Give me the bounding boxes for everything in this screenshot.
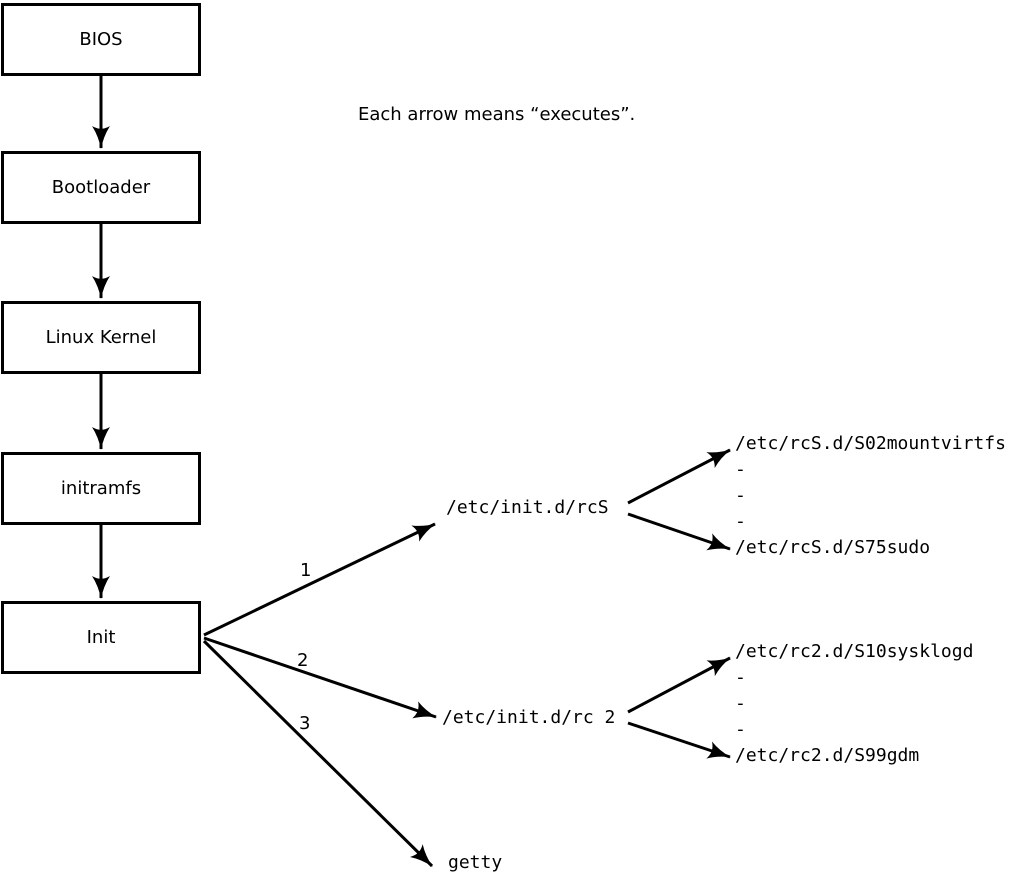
arrow-rcS-to-first-script [627, 448, 731, 505]
box-init: Init [1, 601, 201, 674]
arrow-rc2-to-first-script [627, 656, 731, 714]
rcS-script-item: - [735, 459, 746, 480]
rcS-script-item: /etc/rcS.d/S02mountvirtfs [735, 433, 1006, 454]
node-rcS-label: /etc/init.d/rcS [446, 497, 609, 518]
rcS-script-list: /etc/rcS.d/S02mountvirtfs - - - /etc/rcS… [735, 431, 1006, 561]
box-init-label: Init [86, 627, 116, 648]
box-bios: BIOS [1, 3, 201, 76]
box-linux-kernel: Linux Kernel [1, 301, 201, 374]
diagram-caption: Each arrow means “executes”. [358, 104, 636, 125]
box-initramfs: initramfs [1, 452, 201, 525]
arrow-init-to-getty [202, 639, 434, 868]
node-rc2-label: /etc/init.d/rc 2 [442, 707, 616, 728]
rc2-script-list: /etc/rc2.d/S10sysklogd - - - /etc/rc2.d/… [735, 639, 973, 769]
rcS-script-item: /etc/rcS.d/S75sudo [735, 537, 931, 558]
node-getty-label: getty [448, 852, 503, 873]
rcS-script-item: - [735, 485, 746, 506]
rcS-script-item: - [735, 511, 746, 532]
arrow-init-to-rc2 [203, 636, 437, 719]
rc2-script-item: /etc/rc2.d/S10sysklogd [735, 641, 974, 662]
box-bootloader: Bootloader [1, 151, 201, 224]
arrow-rc2-to-last-script [627, 721, 731, 759]
arrow-label-2: 2 [297, 650, 309, 671]
rc2-script-item: - [735, 667, 746, 688]
box-bootloader-label: Bootloader [51, 177, 151, 198]
box-linux-kernel-label: Linux Kernel [45, 327, 157, 348]
arrow-label-1: 1 [300, 560, 312, 581]
arrow-rcS-to-last-script [627, 512, 731, 551]
arrow-init-to-rcS [203, 522, 436, 637]
arrow-label-3: 3 [299, 713, 311, 734]
rc2-script-item: - [735, 719, 746, 740]
box-bios-label: BIOS [79, 29, 123, 50]
rc2-script-item: /etc/rc2.d/S99gdm [735, 745, 920, 766]
box-initramfs-label: initramfs [60, 478, 142, 499]
rc2-script-item: - [735, 693, 746, 714]
